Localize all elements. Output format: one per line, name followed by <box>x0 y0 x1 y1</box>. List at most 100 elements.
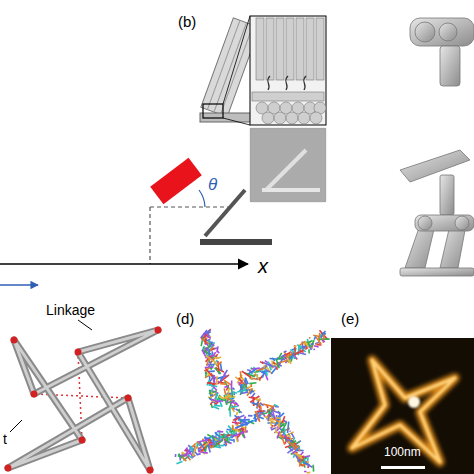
dna-helix <box>204 441 211 447</box>
dna-helix <box>316 337 321 344</box>
dna-helix <box>207 359 209 366</box>
dna-helix <box>213 386 217 390</box>
dna-helix <box>235 402 239 406</box>
dna-helix <box>314 336 315 339</box>
dna-helix <box>320 338 329 340</box>
dna-helix <box>212 351 213 353</box>
dna-helix <box>187 456 189 458</box>
dna-helix <box>214 364 216 366</box>
dna-helix <box>284 351 287 352</box>
dna-helix <box>245 378 248 384</box>
dna-helix <box>179 457 181 461</box>
dna-helix <box>250 378 258 380</box>
dna-helix <box>234 433 236 434</box>
dna-helix <box>254 414 256 422</box>
dna-helix <box>218 381 219 383</box>
dna-helix <box>282 416 284 423</box>
dna-helix <box>224 444 227 446</box>
dna-helix <box>314 348 315 351</box>
panel-e <box>331 338 474 474</box>
dna-helix <box>211 384 212 387</box>
dna-helix <box>263 365 266 367</box>
dna-helix <box>193 445 196 456</box>
dna-helix <box>277 415 279 416</box>
joint-dot <box>125 395 132 402</box>
dna-helix <box>268 410 270 415</box>
dna-helix <box>289 431 291 432</box>
dna-helix <box>204 338 206 344</box>
linkage-bar <box>8 330 158 470</box>
dna-helix <box>282 434 283 436</box>
dna-helix <box>291 437 293 439</box>
dna-helix <box>288 359 290 364</box>
dna-helix <box>210 368 212 369</box>
dna-helix <box>231 406 238 409</box>
dna-helix <box>307 472 311 474</box>
dna-helix <box>252 396 254 406</box>
dna-helix <box>240 384 242 388</box>
dna-helix <box>232 388 234 390</box>
scale-bar-label: 100nm <box>384 446 421 458</box>
dna-helix <box>323 332 326 334</box>
dna-helix <box>217 361 220 371</box>
dna-helix <box>235 417 239 420</box>
dna-helix <box>225 396 235 398</box>
dna-helix <box>298 445 300 451</box>
panel-label: θ <box>208 176 217 193</box>
dna-helix <box>260 362 264 364</box>
dna-helix <box>249 382 256 384</box>
dna-helix <box>214 402 218 404</box>
dna-helix <box>288 433 290 436</box>
panel-label: x <box>258 256 268 276</box>
dna-helix <box>313 335 319 336</box>
panel-label: (e) <box>341 311 359 326</box>
dna-helix <box>227 429 231 430</box>
dna-helix <box>197 440 208 443</box>
dna-helix <box>240 380 242 384</box>
dna-helix <box>315 343 317 345</box>
dna-helix <box>216 346 219 352</box>
dna-helix <box>282 423 284 426</box>
dna-helix <box>241 392 248 393</box>
dna-helix <box>224 386 228 388</box>
panel-a <box>0 158 248 285</box>
dna-helix <box>205 372 207 377</box>
dna-helix <box>284 428 286 434</box>
joint-dot <box>155 327 162 334</box>
dna-helix <box>290 353 295 360</box>
dna-helix <box>248 415 252 417</box>
dna-helix <box>251 377 252 379</box>
dna-helix <box>270 422 273 428</box>
dna-helix <box>197 454 201 455</box>
dna-helix <box>238 409 240 413</box>
dna-helix <box>263 412 267 415</box>
dna-helix <box>206 356 214 362</box>
dna-helix <box>216 376 218 385</box>
dna-helix <box>224 388 225 395</box>
dna-helix <box>228 388 229 394</box>
dna-helix <box>214 377 216 383</box>
dna-helix <box>314 346 319 347</box>
dna-helix <box>216 365 218 367</box>
dna-helix <box>221 438 223 441</box>
dna-helix <box>300 346 302 347</box>
joint-dot <box>75 349 82 356</box>
dna-helix <box>322 334 325 343</box>
dna-helix <box>207 373 210 375</box>
dna-helix <box>215 368 221 374</box>
joint-dot <box>147 467 154 474</box>
dna-helix <box>277 361 287 364</box>
dna-helix <box>253 367 255 368</box>
dna-helix <box>284 437 290 439</box>
dna-helix <box>232 425 234 430</box>
dna-helix <box>224 442 226 443</box>
dna-helix <box>285 435 287 438</box>
dna-helix <box>217 431 223 433</box>
dna-helix <box>263 371 264 374</box>
mechanical-parts <box>400 18 474 276</box>
dna-helix <box>233 419 234 421</box>
panel-label: (d) <box>176 311 194 326</box>
panel-b <box>200 16 326 245</box>
dna-helix <box>273 409 275 411</box>
